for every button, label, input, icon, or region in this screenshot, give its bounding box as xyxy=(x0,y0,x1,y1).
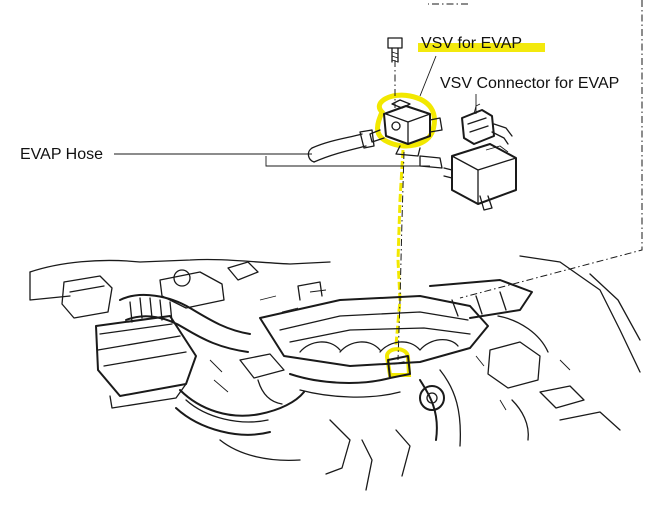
vsv-evap-leader xyxy=(419,55,437,97)
labels: VSV for EVAP VSV Connector for EVAP EVAP… xyxy=(20,35,619,163)
evap-hose-icon xyxy=(265,129,443,169)
vsv-evap-label: VSV for EVAP xyxy=(421,35,522,52)
vsv-connector-label: VSV Connector for EVAP xyxy=(440,75,619,92)
label-underline-highlight xyxy=(418,43,545,52)
vsv-valve-icon xyxy=(369,99,443,157)
evap-hose-label: EVAP Hose xyxy=(20,146,103,163)
mount-center-line xyxy=(397,151,405,361)
highlight-marks xyxy=(375,43,545,377)
bolt-icon xyxy=(387,37,403,63)
vsv-connector-icon xyxy=(461,103,513,145)
engine-bay-illustration xyxy=(29,255,641,491)
canister-icon xyxy=(443,143,517,211)
mount-line-highlight xyxy=(394,149,405,346)
assembly-frame-right xyxy=(459,0,643,299)
leader-lines xyxy=(394,0,643,361)
